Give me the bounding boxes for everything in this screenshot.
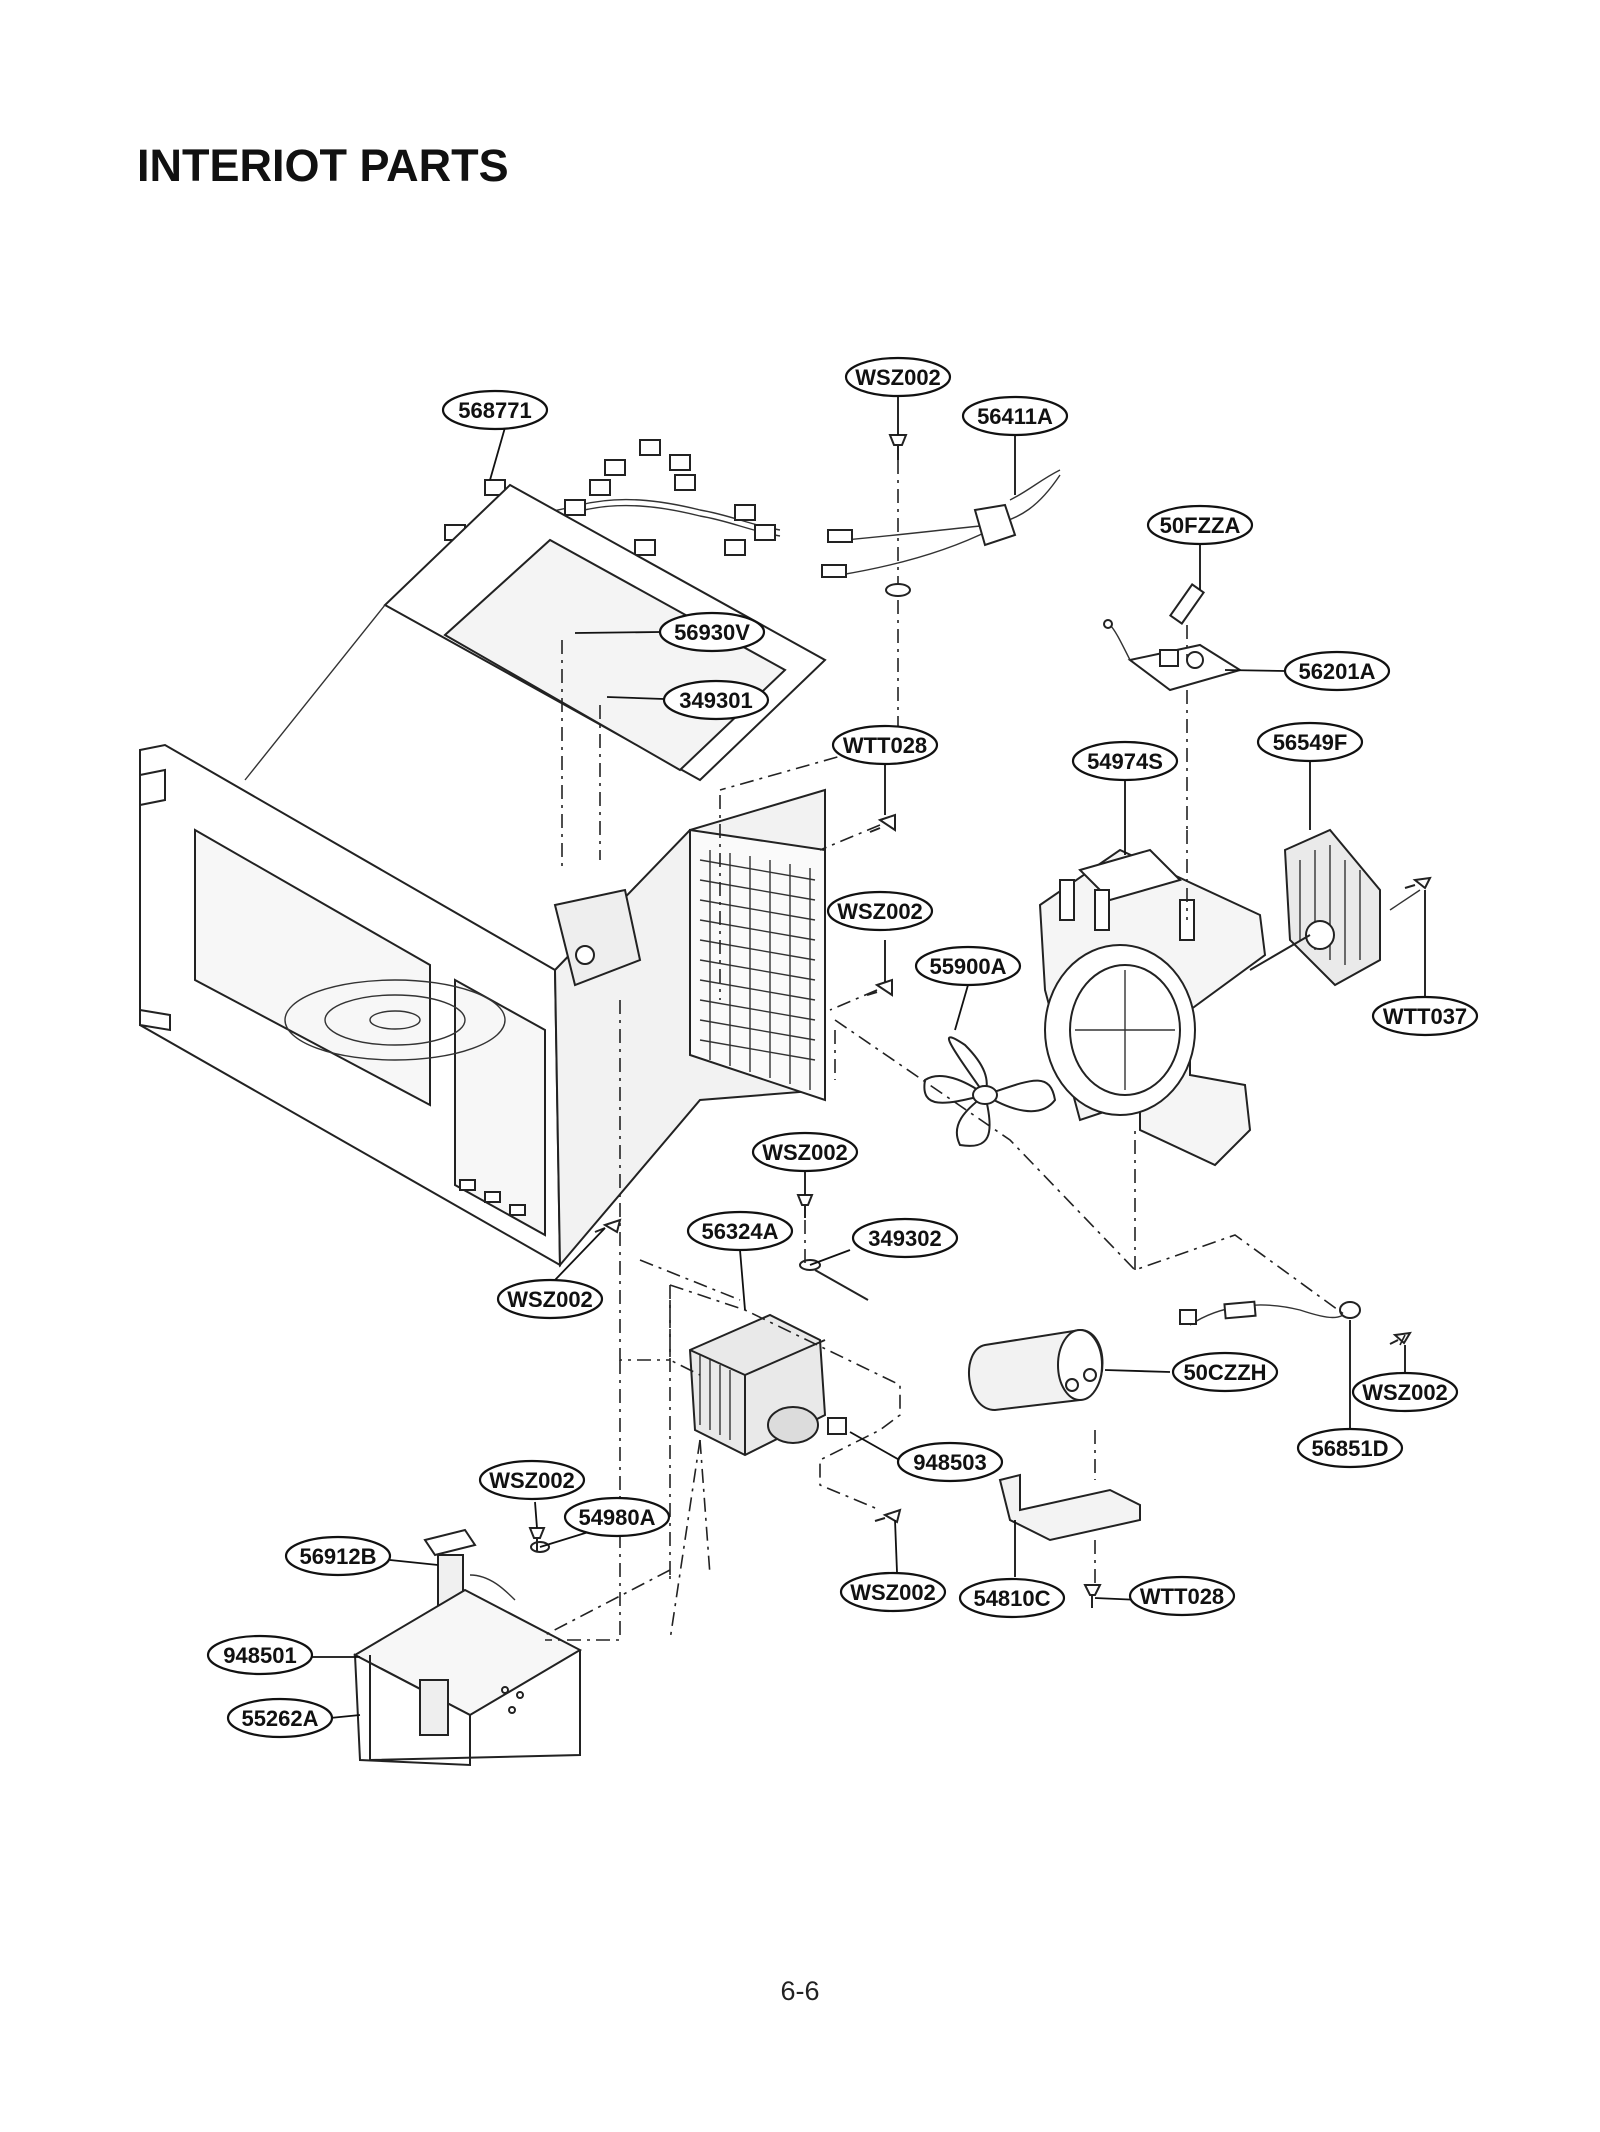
svg-text:349301: 349301	[679, 688, 752, 713]
label-56324A: 56324A	[686, 1210, 794, 1252]
label-wsz002-mid: WSZ002	[826, 890, 934, 932]
fuse-drawing	[1168, 583, 1206, 625]
capacitor-drawing	[968, 1328, 1104, 1412]
label-WTT037: WTT037	[1371, 995, 1479, 1037]
svg-text:WSZ002: WSZ002	[837, 899, 923, 924]
svg-text:56912B: 56912B	[299, 1544, 376, 1569]
label-948501: 948501	[206, 1634, 314, 1676]
magnetron-drawing	[688, 1313, 847, 1457]
svg-text:56930V: 56930V	[674, 620, 750, 645]
label-wsz002-center: WSZ002	[751, 1131, 859, 1173]
svg-text:WTT028: WTT028	[843, 733, 927, 758]
label-55262A: 55262A	[226, 1697, 334, 1739]
label-54974S: 54974S	[1071, 740, 1179, 782]
fan-blade-drawing	[923, 1036, 1057, 1147]
label-55900A: 55900A	[914, 945, 1022, 987]
label-50CZZH: 50CZZH	[1171, 1351, 1279, 1393]
label-56411A: 56411A	[961, 395, 1069, 437]
svg-text:56851D: 56851D	[1311, 1436, 1388, 1461]
svg-text:948503: 948503	[913, 1450, 986, 1475]
bracket-drawing	[998, 1473, 1141, 1542]
label-568771: 568771	[441, 389, 549, 431]
svg-text:56324A: 56324A	[701, 1219, 778, 1244]
fan-motor-drawing	[1249, 828, 1421, 987]
label-wtt028-bottom: WTT028	[1128, 1575, 1236, 1617]
label-wsz002-left: WSZ002	[496, 1278, 604, 1320]
label-56851D: 56851D	[1296, 1427, 1404, 1469]
svg-text:WSZ002: WSZ002	[762, 1140, 848, 1165]
label-wsz002-lower: WSZ002	[478, 1459, 586, 1501]
label-948503: 948503	[896, 1441, 1004, 1483]
label-wtt028-top: WTT028	[831, 724, 939, 766]
label-349302: 349302	[851, 1217, 959, 1259]
svg-text:54974S: 54974S	[1087, 749, 1163, 774]
lamp-assembly-drawing	[352, 1528, 583, 1767]
svg-text:WSZ002: WSZ002	[1362, 1380, 1448, 1405]
svg-text:WTT028: WTT028	[1140, 1584, 1224, 1609]
svg-text:56201A: 56201A	[1298, 659, 1375, 684]
page-title: INTERIOT PARTS	[137, 140, 509, 191]
callout-labels: 568771 WSZ002 56411A 50FZZA 56930V 56201…	[206, 356, 1479, 1739]
svg-text:WSZ002: WSZ002	[489, 1468, 575, 1493]
svg-text:568771: 568771	[458, 398, 531, 423]
label-56549F: 56549F	[1256, 721, 1364, 763]
label-56912B: 56912B	[284, 1535, 392, 1577]
sensor-rod-drawing	[799, 1259, 869, 1301]
page-number: 6-6	[780, 1976, 820, 2006]
power-cord-drawing	[821, 469, 1061, 597]
svg-text:50CZZH: 50CZZH	[1183, 1360, 1266, 1385]
assembly-guide-lines	[544, 460, 1406, 1641]
label-349301: 349301	[662, 679, 770, 721]
svg-text:56411A: 56411A	[977, 404, 1053, 429]
fan-duct-drawing	[1038, 848, 1267, 1167]
svg-text:50FZZA: 50FZZA	[1160, 513, 1241, 538]
label-54810C: 54810C	[958, 1577, 1066, 1619]
label-54980A: 54980A	[563, 1496, 671, 1538]
svg-text:56549F: 56549F	[1273, 730, 1348, 755]
svg-text:349302: 349302	[868, 1226, 941, 1251]
cavity-assembly-drawing	[139, 483, 827, 1268]
svg-text:55900A: 55900A	[929, 954, 1006, 979]
svg-text:WTT037: WTT037	[1383, 1004, 1467, 1029]
diode-drawing	[1179, 1300, 1361, 1326]
label-56201A: 56201A	[1283, 650, 1391, 692]
svg-text:WSZ002: WSZ002	[507, 1287, 593, 1312]
label-wsz002-bottom: WSZ002	[839, 1571, 947, 1613]
label-wsz002-right: WSZ002	[1351, 1371, 1459, 1413]
svg-text:54980A: 54980A	[578, 1505, 655, 1530]
svg-text:54810C: 54810C	[973, 1586, 1050, 1611]
svg-text:WSZ002: WSZ002	[855, 365, 941, 390]
svg-text:948501: 948501	[223, 1643, 296, 1668]
noise-filter-drawing	[1103, 619, 1243, 692]
label-50FZZA: 50FZZA	[1146, 504, 1254, 546]
svg-text:55262A: 55262A	[241, 1706, 318, 1731]
label-56930V: 56930V	[658, 611, 766, 653]
svg-text:WSZ002: WSZ002	[850, 1580, 936, 1605]
label-wsz002-top: WSZ002	[844, 356, 952, 398]
